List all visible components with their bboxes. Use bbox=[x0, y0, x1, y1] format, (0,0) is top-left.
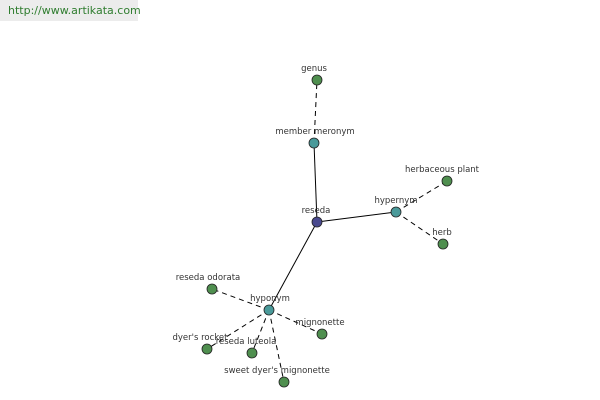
node-label-herb: herb bbox=[432, 228, 452, 238]
node-label-dyers-rocket: dyer's rocket bbox=[173, 333, 229, 343]
edge-hyponym-to-reseda-odorata bbox=[211, 288, 270, 311]
node-label-herbaceous-plant: herbaceous plant bbox=[405, 165, 480, 175]
node-hypernym[interactable]: hypernym bbox=[374, 196, 418, 218]
node-reseda[interactable]: reseda bbox=[302, 206, 331, 228]
edges-layer bbox=[206, 79, 448, 383]
node-marker-sweet-dyers-mignonette[interactable] bbox=[278, 376, 290, 388]
node-label-reseda-luteola: reseda luteola bbox=[216, 337, 277, 347]
edge-member-meronym-to-genus bbox=[313, 79, 318, 144]
node-marker-herb[interactable] bbox=[437, 238, 449, 250]
node-marker-herbaceous-plant[interactable] bbox=[441, 175, 453, 187]
node-marker-member-meronym[interactable] bbox=[308, 137, 320, 149]
node-herb[interactable]: herb bbox=[432, 228, 452, 250]
edge-reseda-to-member-meronym bbox=[313, 142, 318, 223]
node-marker-mignonette[interactable] bbox=[316, 328, 328, 340]
node-marker-reseda-luteola[interactable] bbox=[246, 347, 258, 359]
node-reseda-odorata[interactable]: reseda odorata bbox=[176, 273, 241, 295]
node-hyponym[interactable]: hyponym bbox=[250, 294, 290, 316]
node-label-member-meronym: member meronym bbox=[275, 127, 354, 137]
node-marker-hyponym[interactable] bbox=[263, 304, 275, 316]
node-herbaceous-plant[interactable]: herbaceous plant bbox=[405, 165, 480, 187]
edge-hyponym-to-dyers-rocket bbox=[206, 309, 270, 350]
node-mignonette[interactable]: mignonette bbox=[295, 318, 345, 340]
node-label-sweet-dyers-mignonette: sweet dyer's mignonette bbox=[224, 366, 330, 376]
edge-hyponym-to-reseda-luteola bbox=[251, 309, 270, 354]
edge-hyponym-to-sweet-dyers-mignonette bbox=[268, 309, 285, 383]
nodes-layer: reseda member meronym hypernym hyponym genus… bbox=[173, 64, 480, 388]
edge-hypernym-to-herb bbox=[395, 211, 444, 245]
node-dyers-rocket[interactable]: dyer's rocket bbox=[173, 333, 229, 355]
node-marker-reseda[interactable] bbox=[311, 216, 323, 228]
node-sweet-dyers-mignonette[interactable]: sweet dyer's mignonette bbox=[224, 366, 330, 388]
node-label-mignonette: mignonette bbox=[295, 318, 344, 328]
source-link[interactable]: http://www.artikata.com bbox=[0, 0, 141, 21]
node-marker-hypernym[interactable] bbox=[390, 206, 402, 218]
node-member-meronym[interactable]: member meronym bbox=[275, 127, 355, 149]
edge-reseda-to-hypernym bbox=[316, 211, 397, 223]
node-label-hypernym: hypernym bbox=[374, 196, 417, 206]
node-label-reseda-odorata: reseda odorata bbox=[176, 273, 241, 283]
node-marker-reseda-odorata[interactable] bbox=[206, 283, 218, 295]
edge-hyponym-to-mignonette bbox=[268, 309, 323, 335]
node-label-hyponym: hyponym bbox=[250, 294, 290, 304]
node-reseda-luteola[interactable]: reseda luteola bbox=[216, 337, 277, 359]
node-marker-dyers-rocket[interactable] bbox=[201, 343, 213, 355]
node-label-reseda: reseda bbox=[302, 206, 331, 216]
node-marker-genus[interactable] bbox=[311, 74, 323, 86]
node-genus[interactable]: genus bbox=[301, 64, 327, 86]
edge-hypernym-to-herbaceous-plant bbox=[395, 180, 448, 213]
edge-reseda-to-hyponym bbox=[268, 221, 318, 311]
node-label-genus: genus bbox=[301, 64, 327, 74]
